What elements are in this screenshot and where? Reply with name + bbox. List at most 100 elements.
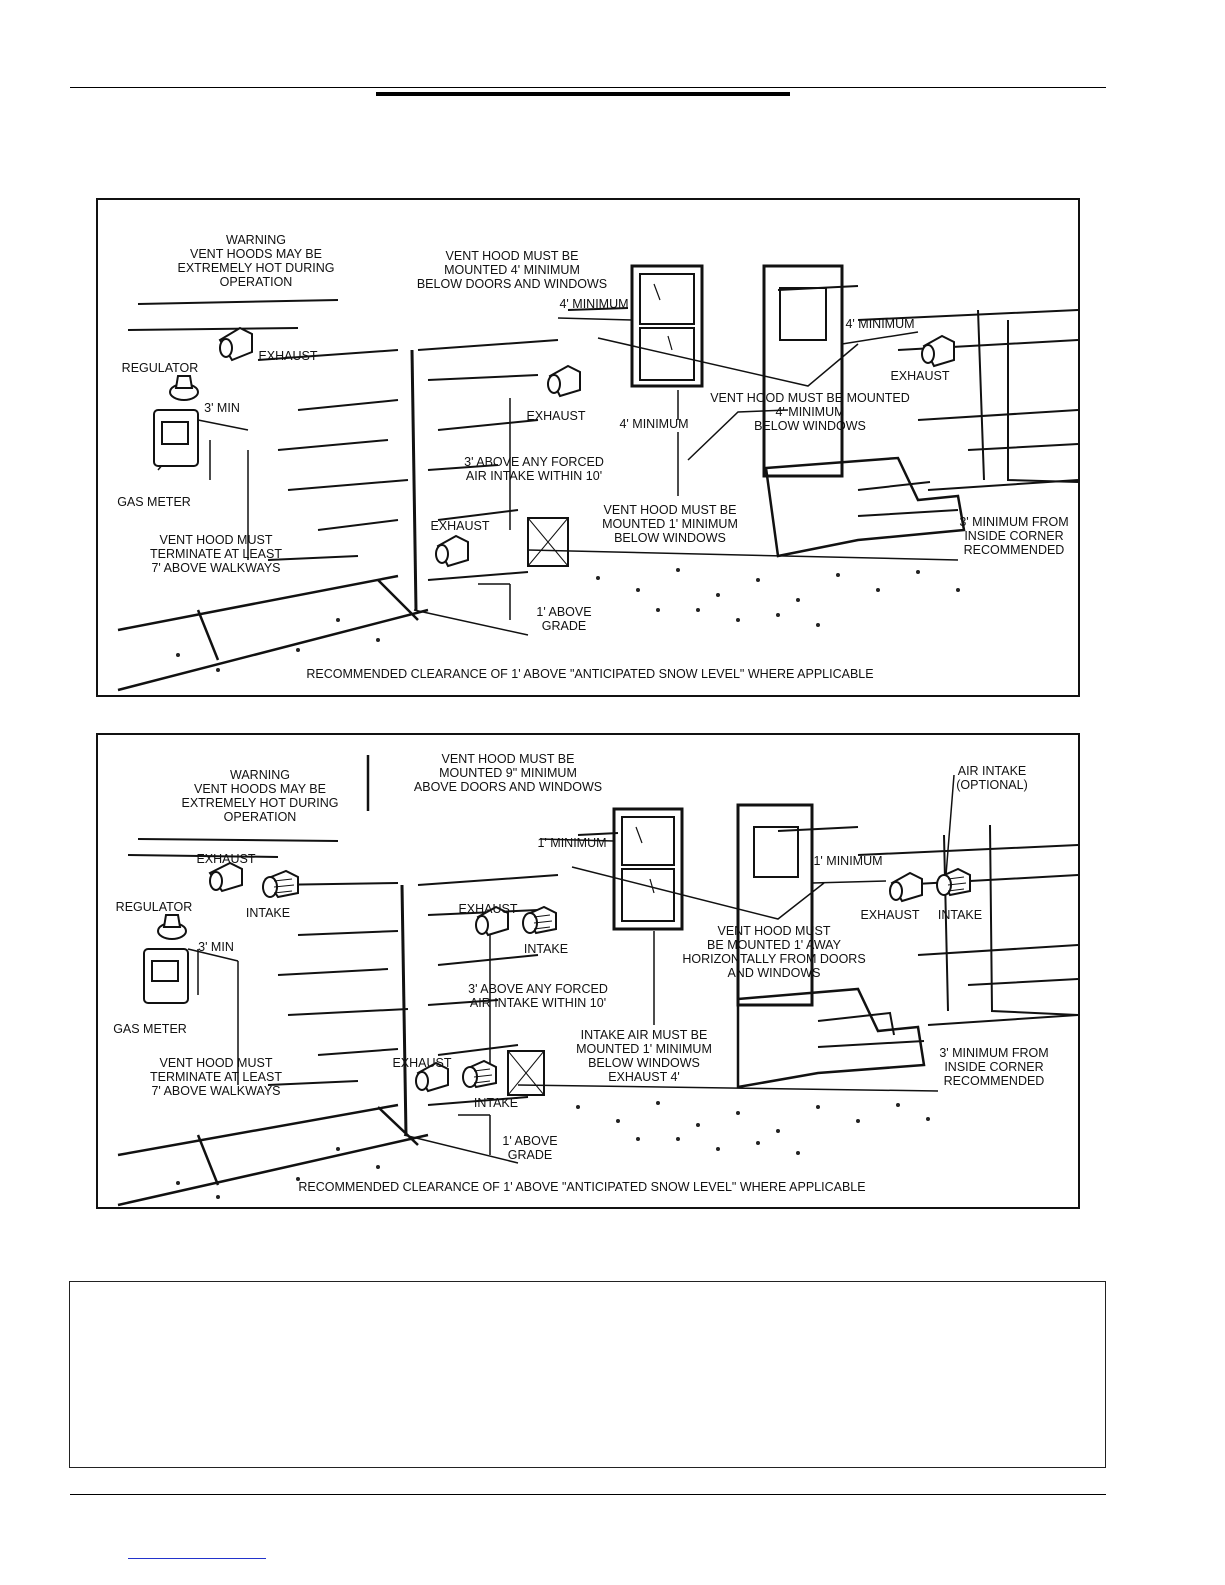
rule-text: TERMINATE AT LEAST (150, 547, 282, 561)
rule-text: 1' ABOVE (502, 1134, 557, 1148)
rule-text: BE MOUNTED 1' AWAY (707, 938, 842, 952)
warning-line: EXTREMELY HOT DURING (182, 796, 339, 810)
intake-hood-icon (522, 905, 557, 935)
rule-text: VENT HOOD MUST BE MOUNTED (710, 391, 910, 405)
intake-hood-icon (462, 1059, 497, 1089)
svg-text:AIR INTAKE(OPTIONAL): AIR INTAKE(OPTIONAL) (956, 764, 1028, 792)
rule-text: INSIDE CORNER (964, 529, 1063, 543)
exhaust-hood-icon (415, 1061, 449, 1093)
clearance-label: 4' MINIMUM (559, 297, 628, 311)
rule-text: 4' MINIMUM (775, 405, 844, 419)
rule-text: 3' ABOVE ANY FORCED (464, 455, 604, 469)
rule-text: BELOW WINDOWS (588, 1056, 700, 1070)
exhaust-label: EXHAUST (890, 369, 949, 383)
exhaust-hood-icon (435, 534, 469, 568)
gas-meter-label: GAS METER (117, 495, 191, 509)
gas-meter-icon (143, 914, 189, 1004)
exhaust-label: EXHAUST (860, 908, 919, 922)
exhaust-label: EXHAUST (458, 902, 517, 916)
warning-line: OPERATION (220, 275, 293, 289)
footer-link-underline[interactable] (128, 1558, 266, 1559)
rule-text: VENT HOOD MUST (718, 924, 831, 938)
clearance-label: 3' MIN (198, 940, 234, 954)
snow-clearance-note: RECOMMENDED CLEARANCE OF 1' ABOVE "ANTIC… (298, 1180, 865, 1194)
rule-text: VENT HOOD MUST (160, 1056, 273, 1070)
warning-line: WARNING (226, 233, 286, 247)
rule-text: MOUNTED 4' MINIMUM (444, 263, 580, 277)
rule-text: 7' ABOVE WALKWAYS (151, 561, 280, 575)
exhaust-hood-icon (889, 871, 923, 903)
exhaust-label: EXHAUST (526, 409, 585, 423)
clearance-label: 4' MINIMUM (845, 317, 914, 331)
clearance-label: 1' MINIMUM (813, 854, 882, 868)
rule-text: EXHAUST 4' (608, 1070, 680, 1084)
rule-text: MOUNTED 9" MINIMUM (439, 766, 577, 780)
rule-text: 3' MINIMUM FROM (959, 515, 1068, 529)
rule-text: MOUNTED 1' MINIMUM (576, 1042, 712, 1056)
rule-text: BELOW DOORS AND WINDOWS (417, 277, 607, 291)
intake-label: INTAKE (938, 908, 982, 922)
rule-text: GRADE (542, 619, 586, 633)
warning-line: VENT HOODS MAY BE (190, 247, 322, 261)
clearance-label: 1' MINIMUM (537, 836, 606, 850)
exhaust-label: EXHAUST (392, 1056, 451, 1070)
exhaust-hood-icon (208, 861, 243, 893)
rule-text: 3' MINIMUM FROM (939, 1046, 1048, 1060)
intake-label: INTAKE (474, 1096, 518, 1110)
rule-text: AIR INTAKE WITHIN 10' (470, 996, 606, 1010)
rule-text: VENT HOOD MUST BE (446, 249, 579, 263)
intake-hood-icon (936, 867, 971, 897)
rule-text: BELOW WINDOWS (614, 531, 726, 545)
warning-line: WARNING (230, 768, 290, 782)
rule-text: GRADE (508, 1148, 552, 1162)
footer-rule (70, 1494, 1106, 1495)
rule-text: (OPTIONAL) (956, 778, 1028, 792)
rule-text: HORIZONTALLY FROM DOORS (682, 952, 865, 966)
gas-meter-label: GAS METER (113, 1022, 187, 1036)
gas-meter-icon (153, 375, 199, 467)
rule-text: VENT HOOD MUST (160, 533, 273, 547)
clearance-label: 3' MIN (204, 401, 240, 415)
exhaust-label: EXHAUST (430, 519, 489, 533)
rule-text: ABOVE DOORS AND WINDOWS (414, 780, 602, 794)
exhaust-label: EXHAUST (196, 852, 255, 866)
exhaust-hood-icon (218, 326, 253, 362)
rule-text: VENT HOOD MUST BE (442, 752, 575, 766)
warning-line: OPERATION (224, 810, 297, 824)
rule-text: AIR INTAKE WITHIN 10' (466, 469, 602, 483)
rule-text: MOUNTED 1' MINIMUM (602, 517, 738, 531)
exhaust-label: EXHAUST (258, 349, 317, 363)
rule-text: INSIDE CORNER (944, 1060, 1043, 1074)
rule-text: 3' ABOVE ANY FORCED (468, 982, 608, 996)
rule-text: TERMINATE AT LEAST (150, 1070, 282, 1084)
exhaust-hood-icon (547, 364, 581, 398)
rule-text: AIR INTAKE (958, 764, 1027, 778)
warning-line: EXTREMELY HOT DURING (178, 261, 335, 275)
rule-text: RECOMMENDED (944, 1074, 1045, 1088)
snow-clearance-note: RECOMMENDED CLEARANCE OF 1' ABOVE "ANTIC… (306, 667, 873, 681)
header-accent-bar (376, 92, 790, 96)
exhaust-hood-icon (921, 334, 955, 368)
intake-hood-icon (262, 869, 299, 899)
rule-text: AND WINDOWS (727, 966, 820, 980)
intake-label: INTAKE (246, 906, 290, 920)
exhaust-hood-icon (475, 905, 509, 937)
rule-text: 1' ABOVE (536, 605, 591, 619)
intake-label: INTAKE (524, 942, 568, 956)
